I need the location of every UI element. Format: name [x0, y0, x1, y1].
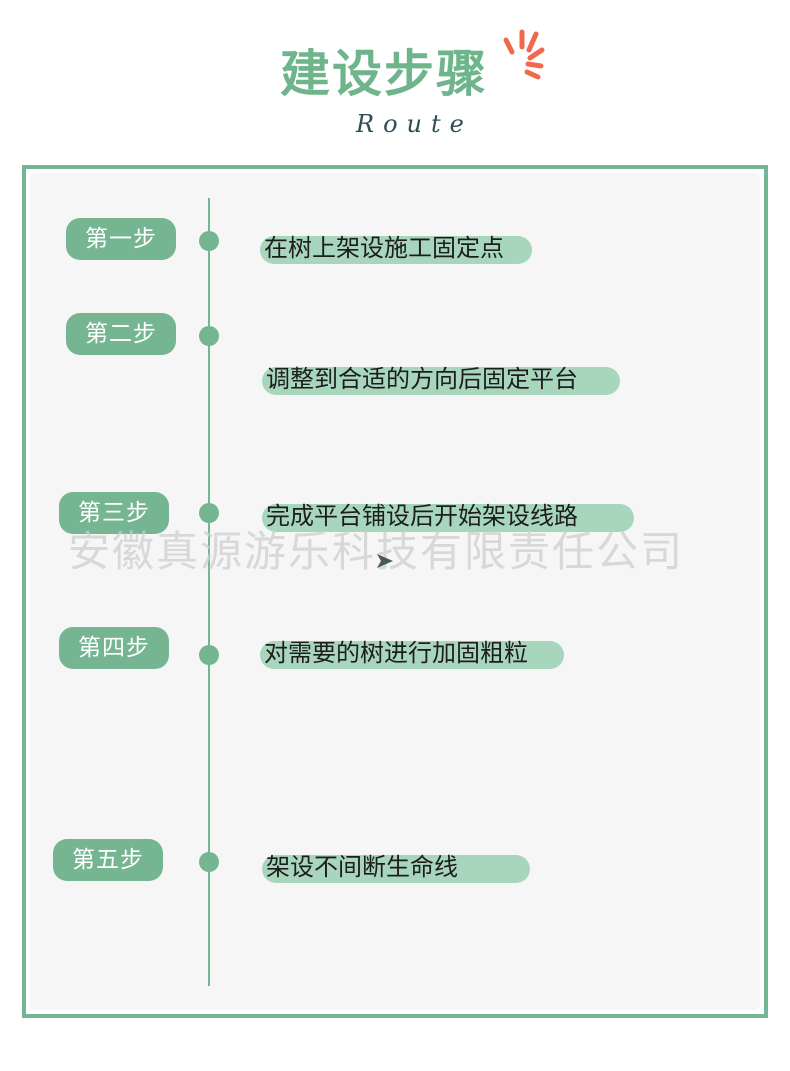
step-5-badge: 第五步 — [53, 839, 163, 881]
step-4-highlight — [260, 641, 564, 669]
step-4-badge: 第四步 — [59, 627, 169, 669]
step-2-dot — [199, 326, 219, 346]
company-watermark: 安徽真源游乐科技有限责任公司 — [68, 527, 685, 576]
step-4-description: 对需要的树进行加固粗粒 — [260, 637, 564, 669]
cursor-arrow-icon — [377, 554, 393, 568]
steps-panel — [22, 165, 768, 1018]
step-3-highlight — [262, 504, 634, 532]
step-2-description: 调整到合适的方向后固定平台 — [262, 363, 620, 395]
step-3-dot — [199, 503, 219, 523]
step-1-description: 在树上架设施工固定点 — [260, 232, 532, 264]
step-1-text: 在树上架设施工固定点 — [264, 234, 504, 262]
step-4-dot — [199, 645, 219, 665]
step-1-highlight — [260, 236, 532, 264]
step-1-badge: 第一步 — [66, 218, 176, 260]
step-3-badge: 第三步 — [59, 492, 169, 534]
steps-panel-background — [30, 173, 760, 1010]
timeline-line — [208, 198, 210, 986]
step-5-description: 架设不间断生命线 — [262, 851, 530, 883]
sparkle-burst-icon — [503, 29, 545, 80]
step-5-dot — [199, 852, 219, 872]
step-1-dot — [199, 231, 219, 251]
step-3-text: 完成平台铺设后开始架设线路 — [266, 502, 578, 530]
step-2-highlight — [262, 367, 620, 395]
page-title: 建设步骤 — [280, 45, 488, 103]
step-3-description: 完成平台铺设后开始架设线路 — [262, 500, 634, 532]
step-4-text: 对需要的树进行加固粗粒 — [264, 639, 528, 667]
step-2-badge: 第二步 — [66, 313, 176, 355]
step-5-text: 架设不间断生命线 — [266, 853, 458, 881]
step-2-text: 调整到合适的方向后固定平台 — [266, 365, 578, 393]
step-5-highlight — [262, 855, 530, 883]
page-subtitle: Route — [356, 110, 473, 138]
